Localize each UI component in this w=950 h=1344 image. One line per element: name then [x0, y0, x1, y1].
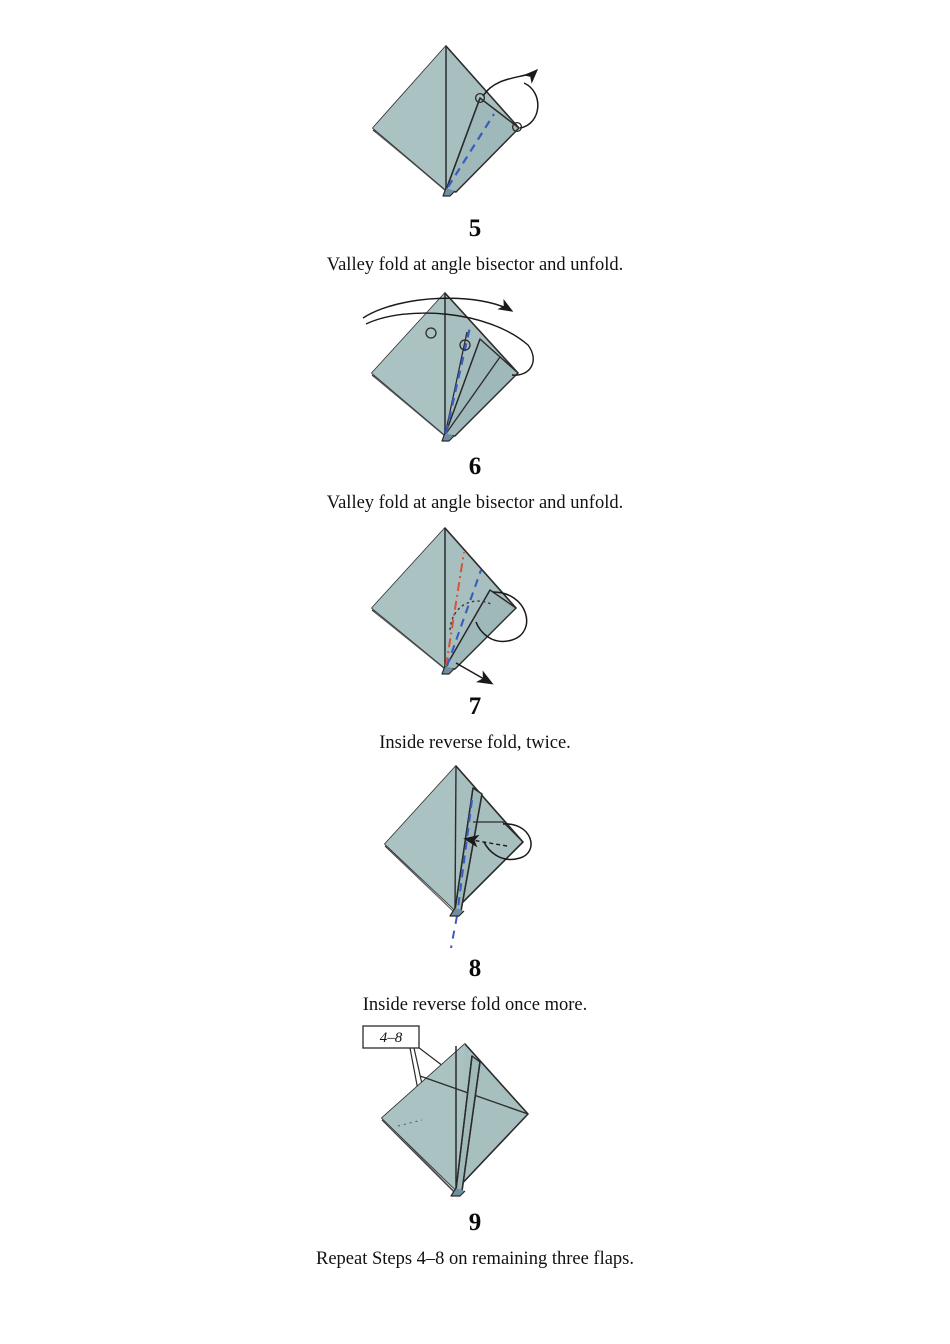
paper-left-half: [382, 1044, 465, 1190]
bottom-tip-detail: [441, 665, 455, 675]
reverse-fold-loop: [475, 591, 528, 643]
under-layer-edge-2: [387, 847, 455, 913]
step-number-5: 5: [468, 215, 482, 242]
step-caption-6: Valley fold at angle bisector and unfold…: [326, 493, 624, 513]
repeat-label-text: 4–8: [380, 1030, 403, 1046]
bottom-tip-detail: [450, 1187, 466, 1197]
valley-fold-line: [457, 799, 473, 909]
step-number-8: 8: [468, 955, 482, 982]
bottom-tip-detail: [442, 187, 456, 197]
step-caption-9: Repeat Steps 4–8 on remaining three flap…: [315, 1249, 634, 1269]
step-block-7: 7 Inside reverse fold, twice.: [0, 520, 950, 754]
hidden-crease: [397, 1119, 423, 1127]
under-layer-edge-2: [375, 131, 449, 194]
under-layer-edge-2: [374, 611, 447, 671]
valley-fold-extension: [450, 915, 458, 949]
step-caption-5: Valley fold at angle bisector and unfold…: [326, 255, 624, 275]
step-number-6: 6: [468, 453, 482, 480]
step-block-5: 5 Valley fold at angle bisector and unfo…: [0, 40, 950, 276]
reverse-fold-arrow: [455, 662, 494, 685]
origami-diagram-step-8: [0, 758, 950, 950]
fold-arrow: [362, 297, 514, 319]
flap-edge: [445, 97, 481, 191]
valley-fold-line: [446, 569, 482, 667]
under-layer-edge-2: [374, 376, 447, 438]
repeat-label-box: [362, 1025, 420, 1049]
flap-edge-mid: [444, 338, 481, 436]
step-number-9: 9: [468, 1209, 482, 1236]
flap-edge: [444, 589, 491, 669]
step-8-svg: [384, 765, 532, 949]
valley-fold-line: [444, 326, 472, 434]
step-6-svg: [362, 292, 534, 442]
step-5-svg: [372, 45, 539, 197]
mountain-fold-line: [445, 551, 465, 667]
bottom-tip-detail: [449, 907, 465, 917]
fold-arrow: [482, 68, 539, 97]
flap-edge-outer: [444, 356, 501, 436]
origami-diagram-step-6: [0, 283, 950, 448]
unfold-return-loop: [519, 82, 539, 129]
center-crease: [454, 765, 457, 911]
reverse-fold-loop: [483, 823, 532, 861]
paper-left-half: [373, 46, 446, 190]
origami-diagram-step-9: 4–8: [0, 1022, 950, 1204]
bottom-tip-detail: [441, 432, 455, 442]
paper-left-half: [385, 766, 456, 910]
step-9-svg: 4–8: [362, 1025, 529, 1197]
step-block-8: 8 Inside reverse fold once more.: [0, 758, 950, 1016]
step-caption-7: Inside reverse fold, twice.: [379, 733, 571, 753]
sub-flap-edge: [473, 821, 524, 843]
paper-left-half: [372, 528, 445, 668]
origami-diagram-step-5: [0, 40, 950, 210]
point-edge-right: [460, 793, 483, 912]
origami-diagram-step-7: [0, 520, 950, 688]
paper-left-half: [372, 293, 445, 435]
valley-fold-line: [447, 113, 495, 188]
unfold-return-loop: [365, 312, 534, 376]
point-edge-left: [455, 1055, 473, 1191]
angle-arc: [449, 600, 492, 631]
vertex-marker-top: [474, 92, 486, 104]
point-edge-left: [454, 787, 474, 911]
step-caption-8: Inside reverse fold once more.: [362, 995, 588, 1015]
step-7-svg: [371, 527, 528, 685]
angle-marker-left: [425, 327, 437, 339]
step-block-6: 6 Valley fold at angle bisector and unfo…: [0, 283, 950, 514]
step-number-7: 7: [468, 693, 482, 720]
angle-marker-right: [459, 339, 471, 351]
point-edge-right: [461, 1061, 481, 1192]
step-block-9: 4–8 9 Repeat Steps 4–8 on remaining thre…: [0, 1022, 950, 1270]
